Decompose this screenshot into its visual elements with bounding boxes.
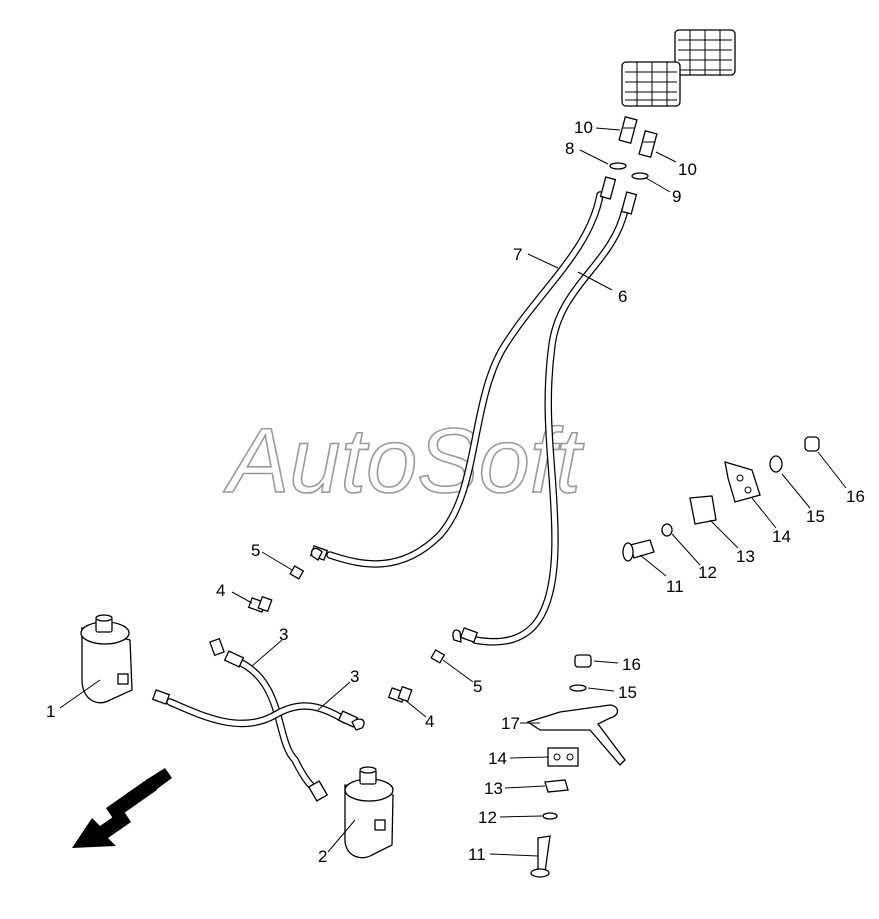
nut-5-right: [430, 649, 446, 664]
label-11-a: 11: [666, 577, 684, 596]
label-12-b: 12: [478, 808, 497, 827]
label-16-a: 16: [846, 487, 865, 506]
label-4-b: 4: [425, 712, 434, 731]
nut-16-lower: [574, 654, 592, 668]
washer-15-upper: [769, 455, 783, 473]
label-17: 17: [501, 714, 520, 733]
label-14-b: 14: [488, 749, 507, 768]
forward-direction-arrow-icon: [72, 768, 172, 848]
hose-3-lower: [166, 698, 349, 728]
fitting-4-right: [387, 685, 413, 703]
label-7: 7: [513, 245, 522, 264]
adapter-10-left: [618, 116, 638, 144]
hose-3-upper: [231, 656, 322, 796]
label-5-b: 5: [473, 677, 482, 696]
label-6: 6: [618, 287, 627, 306]
label-15-a: 15: [806, 507, 825, 526]
label-3-b: 3: [350, 667, 359, 686]
label-14-a: 14: [772, 527, 791, 546]
washer-9: [631, 172, 649, 180]
label-9: 9: [672, 187, 681, 206]
label-10-a: 10: [574, 118, 593, 137]
fitting-4-left: [247, 595, 273, 613]
label-16-b: 16: [622, 655, 641, 674]
cylinder-2: [344, 766, 394, 859]
label-13-b: 13: [484, 779, 503, 798]
washer-12-lower: [542, 812, 558, 820]
label-15-b: 15: [618, 683, 637, 702]
hose-fittings: [151, 176, 638, 802]
cylinder-1: [80, 614, 133, 704]
washer-8: [609, 162, 627, 170]
plate-13-upper: [689, 495, 717, 525]
adapter-10-right: [638, 130, 658, 158]
nut-16-upper: [804, 436, 820, 452]
label-4-a: 4: [216, 581, 225, 600]
part-labels: 1 2 3 3 4 4 5 5 6 7 8 9 10 10 11 11 12 1…: [46, 118, 865, 866]
label-8: 8: [565, 139, 574, 158]
washer-15-lower: [569, 684, 587, 692]
label-5-a: 5: [251, 541, 260, 560]
valve-block-lower: [621, 61, 681, 107]
watermark: AutoSoft: [223, 410, 584, 512]
label-10-b: 10: [678, 160, 697, 179]
hose-7: [326, 191, 604, 568]
bracket-17: [526, 704, 626, 766]
bolt-11-lower: [530, 835, 551, 878]
washer-12-upper: [661, 523, 673, 537]
label-3-a: 3: [279, 625, 288, 644]
label-13-a: 13: [736, 547, 755, 566]
bolt-11-upper: [622, 539, 655, 562]
hose-6: [471, 206, 629, 646]
nut-5-left: [289, 565, 305, 580]
clamp-14-upper: [724, 461, 761, 503]
label-12-a: 12: [698, 563, 717, 582]
clamp-14-lower: [547, 747, 579, 767]
label-11-b: 11: [468, 845, 486, 864]
label-2: 2: [318, 847, 327, 866]
plate-13-lower: [544, 779, 569, 793]
valve-block-upper: [674, 29, 736, 76]
label-1: 1: [46, 702, 55, 721]
leader-lines: [59, 127, 847, 857]
